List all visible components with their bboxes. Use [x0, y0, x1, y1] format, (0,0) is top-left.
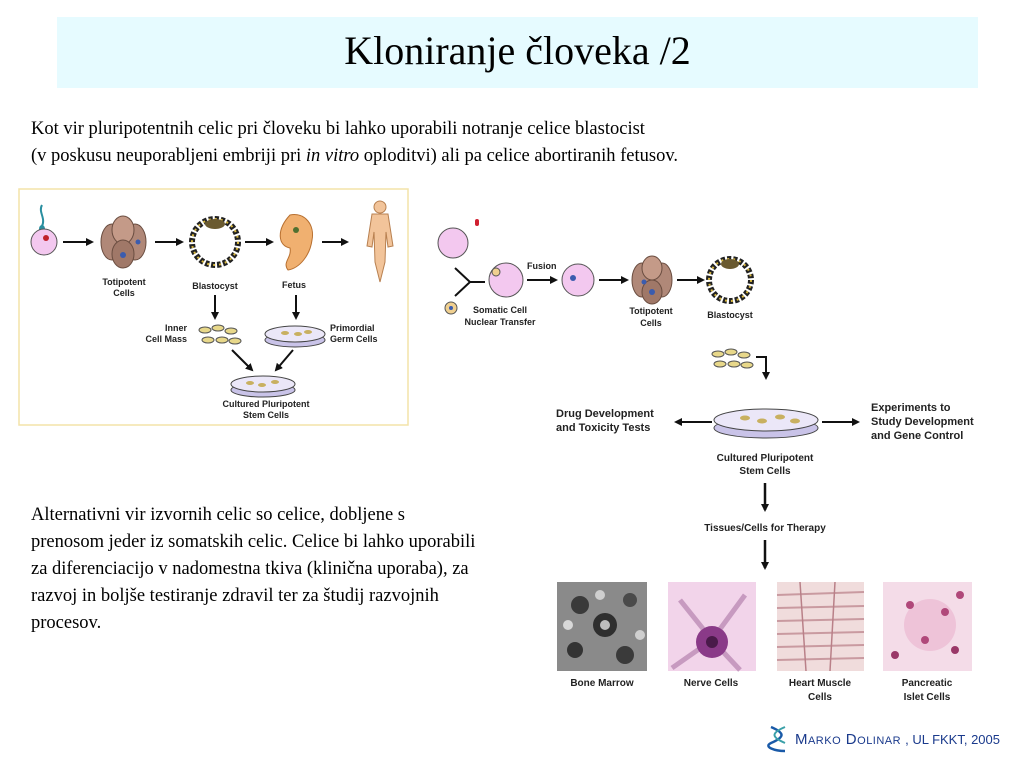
label-scnt-2: Nuclear Transfer: [464, 317, 536, 327]
label-tissues: Tissues/Cells for Therapy: [704, 523, 826, 534]
label-totipotent-right-2: Cells: [640, 318, 662, 328]
human-figure-icon: [366, 200, 394, 283]
label-fusion: Fusion: [527, 261, 557, 271]
sperm-egg-icon: [30, 204, 58, 256]
reconstituted-egg-icon: [561, 263, 595, 297]
label-blastocyst-right: Blastocyst: [707, 310, 753, 320]
label-inner-2: Cell Mass: [145, 334, 187, 344]
merge-bracket: [454, 267, 485, 297]
label-totipotent-left-2: Cells: [113, 288, 135, 298]
intro-line-1: Kot vir pluripotentnih celic pri človeku…: [31, 119, 645, 139]
label-inner-1: Inner: [165, 323, 188, 333]
label-blastocyst-left: Blastocyst: [192, 281, 238, 291]
label-cultured-left-1: Cultured Pluripotent: [223, 399, 310, 409]
label-fetus: Fetus: [282, 280, 306, 290]
label-drug-2: and Toxicity Tests: [556, 422, 650, 434]
removed-nucleus-icon: [475, 219, 479, 226]
label-heart-1: Heart Muscle: [789, 678, 852, 689]
intro-paragraph: Kot vir pluripotentnih celic pri človeku…: [31, 116, 911, 170]
dna-logo-icon: [767, 725, 786, 753]
label-drug-1: Drug Development: [556, 408, 654, 420]
label-cultured-right-2: Stem Cells: [739, 466, 791, 477]
nerve-cells-image: [668, 582, 756, 672]
cultured-stem-cells-dish-right: [713, 408, 819, 439]
label-totipotent-left-1: Totipotent: [102, 277, 145, 287]
alternative-source-paragraph: Alternativni vir izvornih celic so celic…: [31, 505, 476, 633]
slide-title: Kloniranje človeka /2: [344, 28, 691, 73]
label-exp-3: and Gene Control: [871, 430, 963, 442]
intro-line-2-italic: in vitro: [305, 146, 360, 166]
label-nerve: Nerve Cells: [684, 678, 739, 689]
fused-egg-icon: [488, 262, 524, 298]
left-diagram-frame: [18, 188, 409, 426]
totipotent-cells-icon-left: [100, 215, 147, 269]
label-totipotent-right-1: Totipotent: [629, 306, 672, 316]
blastocyst-icon-right: [706, 256, 754, 304]
totipotent-cells-icon-right: [631, 255, 673, 305]
arrow-left-8: [274, 349, 294, 372]
blastocyst-icon-left: [189, 216, 241, 268]
label-scnt-1: Somatic Cell: [473, 305, 527, 315]
footer-author: Marko Dolinar: [794, 730, 902, 748]
label-pancreatic-1: Pancreatic: [902, 678, 953, 689]
enucleated-egg-icon: [437, 227, 469, 259]
label-bone-marrow: Bone Marrow: [570, 678, 634, 689]
footer: Marko Dolinar, UL FKKT, 2005: [765, 724, 1000, 754]
primordial-germ-cells-dish-icon: [264, 325, 326, 348]
heart-muscle-image: [776, 581, 865, 672]
arrow-right-4: [756, 356, 770, 380]
label-pancreatic-2: Islet Cells: [904, 692, 951, 703]
pancreatic-islet-image: [883, 582, 972, 671]
inner-cell-mass-icon: [198, 324, 242, 345]
label-heart-2: Cells: [808, 692, 832, 703]
intro-line-2-pre: (v poskusu neuporabljeni embriji pri: [31, 146, 306, 166]
title-box: Kloniranje človeka /2: [57, 17, 978, 88]
inner-cell-mass-icon-right: [711, 348, 754, 369]
intro-line-2: (v poskusu neuporabljeni embriji pri in …: [31, 143, 911, 170]
intro-line-2-post: oploditvi) ali pa celice abortiranih fet…: [359, 146, 679, 166]
arrow-left-7: [231, 349, 254, 372]
bone-marrow-image: [557, 582, 647, 671]
label-primordial-1: Primordial: [330, 323, 375, 333]
label-primordial-2: Germ Cells: [330, 334, 378, 344]
footer-affiliation: , UL FKKT, 2005: [905, 731, 1000, 747]
label-exp-1: Experiments to: [871, 402, 951, 414]
left-diagram: Totipotent Cells Blastocyst Fetus: [18, 188, 409, 426]
label-cultured-right-1: Cultured Pluripotent: [717, 453, 814, 464]
right-diagram: Fusion Somatic Cell Nuclear Transfer Tot…: [437, 219, 974, 703]
label-exp-2: Study Development: [871, 416, 974, 428]
cultured-stem-cells-dish-left: [230, 375, 296, 398]
label-cultured-left-2: Stem Cells: [243, 410, 289, 420]
fetus-icon: [279, 214, 314, 271]
